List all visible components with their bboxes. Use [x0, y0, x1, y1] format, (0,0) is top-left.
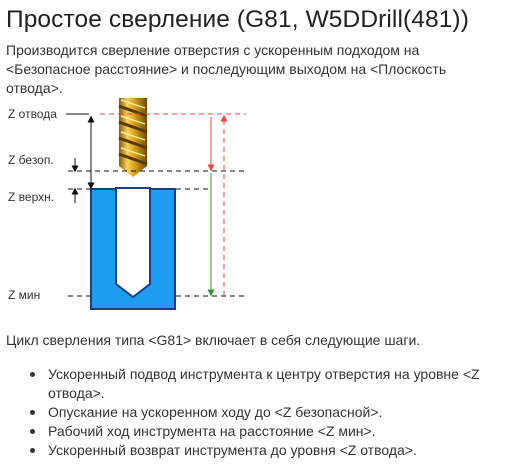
- list-item: Рабочий ход инструмента на расстояние <Z…: [24, 422, 504, 441]
- drill-bit-icon: [118, 98, 148, 177]
- list-item: Ускоренный возврат инструмента до уровня…: [24, 441, 504, 460]
- intro-paragraph: Производится сверление отверстия с ускор…: [6, 42, 447, 96]
- list-item: Опускание на ускоренном ходу до <Z безоп…: [24, 403, 504, 422]
- level-lines: [66, 113, 247, 297]
- list-item: Ускоренный подвод инструмента к центру о…: [24, 365, 504, 403]
- cycle-description: Цикл сверления типа <G81> включает в себ…: [6, 332, 421, 348]
- drilling-diagram: Z отвода Z безоп. Z верхн. Z мин: [8, 98, 247, 310]
- steps-list: Ускоренный подвод инструмента к центру о…: [24, 365, 504, 460]
- label-z-safe: Z безоп.: [8, 153, 54, 167]
- workpiece: [90, 187, 176, 310]
- page-title: Простое сверление (G81, W5DDrill(481)): [6, 6, 469, 33]
- label-z-top: Z верхн.: [8, 190, 54, 204]
- label-z-min: Z мин: [8, 288, 40, 302]
- label-z-retract: Z отвода: [8, 107, 57, 121]
